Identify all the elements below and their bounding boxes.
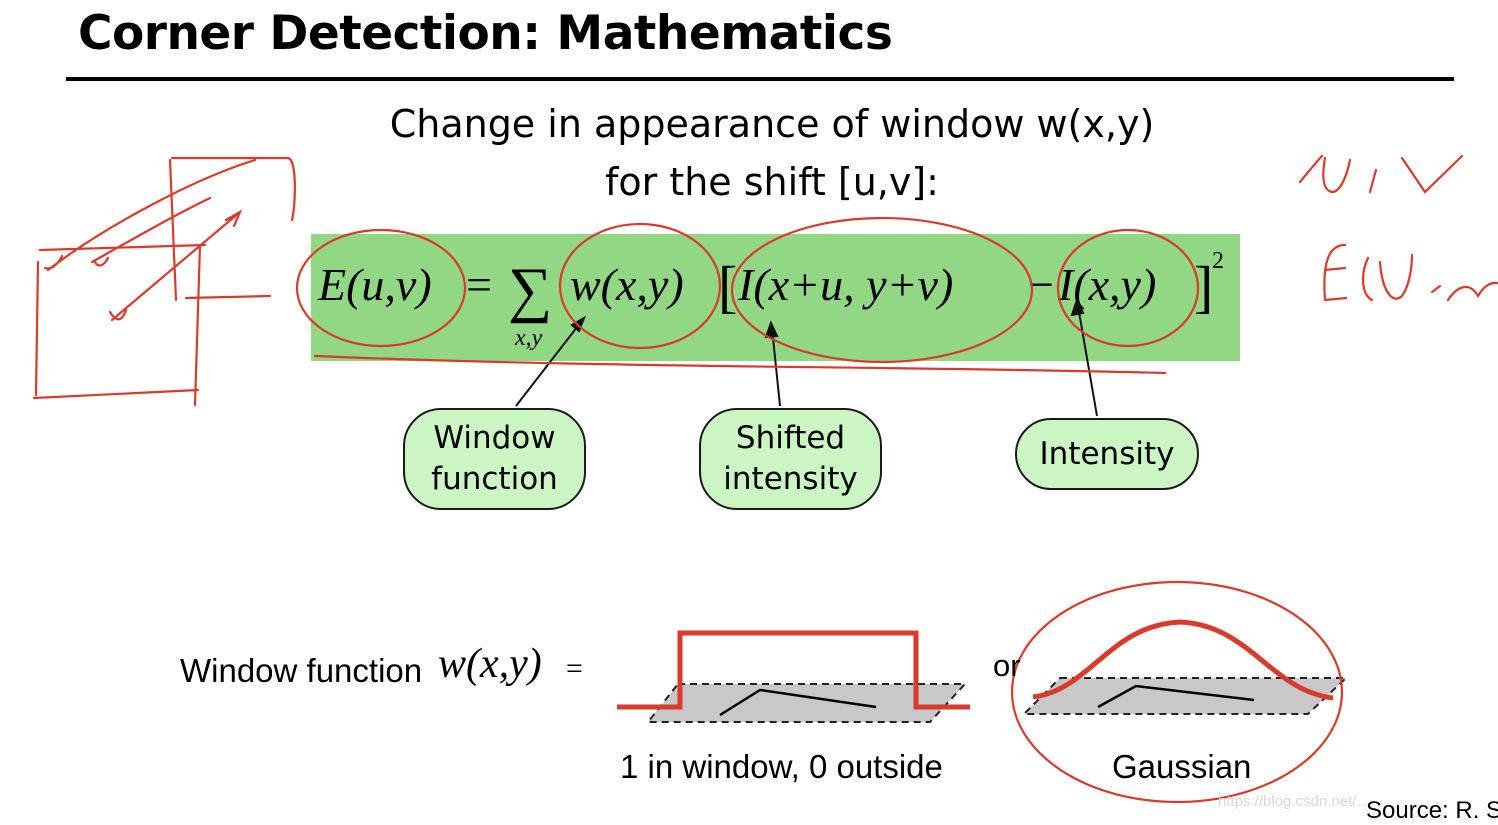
circle-gaussian	[1010, 580, 1344, 804]
subtitle-line-2-text: for the shift [u,v]:	[604, 160, 939, 204]
handwriting-u-v	[1298, 154, 1464, 194]
title-divider	[66, 77, 1454, 81]
window-function-equals: =	[566, 652, 583, 685]
window-function-math: w(x,y)	[438, 641, 542, 687]
equation-intensity-term: I(x,y)	[1057, 259, 1156, 310]
equation-shifted-term: I(x+u, y+v)	[737, 259, 953, 310]
arrow-shifted-intensity-head	[764, 320, 779, 339]
callout-shifted-line1: Shifted	[735, 420, 846, 456]
circle-lhs	[295, 228, 467, 348]
arrow-intensity	[1077, 305, 1098, 417]
caption-box-window: 1 in window, 0 outside	[620, 748, 943, 785]
handwriting-e-u-v	[1323, 243, 1498, 302]
gaussian-corner-shape	[1097, 684, 1255, 709]
handwritten-annotations	[32, 154, 1498, 804]
equation-left-bracket: [	[718, 254, 737, 319]
callout-window-line1: Window	[433, 420, 556, 456]
gaussian-window-diagram	[1021, 619, 1349, 715]
underline-equation	[313, 354, 1167, 375]
or-label: or	[993, 648, 1021, 683]
circle-shifted-term	[730, 216, 1034, 364]
box-window-diagram	[617, 630, 970, 723]
slide-title: Corner Detection: Mathematics	[78, 6, 893, 61]
handwriting-sketch-windows	[32, 156, 296, 407]
callout-shifted-intensity: Shifted intensity	[699, 408, 882, 510]
window-function-label: Window function	[180, 652, 423, 689]
callout-window-function: Window function	[403, 408, 586, 510]
equation-lhs: E(u,v)	[317, 259, 432, 310]
box-window-curve	[617, 630, 970, 710]
callout-shifted-line2: intensity	[723, 461, 858, 497]
equation-exponent: 2	[1212, 248, 1224, 274]
equation-sum-symbol: ∑	[508, 256, 552, 324]
equation-window-term: w(x,y)	[570, 259, 684, 310]
equation-sum-index: x,y	[514, 325, 543, 351]
source-credit: Source: R. S	[1366, 797, 1498, 824]
callout-window-line2: function	[431, 461, 558, 497]
subtitle-line-2: for the shift [u,v]:	[272, 160, 1272, 204]
circle-window-term	[558, 222, 722, 350]
callout-intensity: Intensity	[1015, 418, 1199, 490]
subtitle-line-1: Change in appearance of window w(x,y)	[272, 102, 1272, 146]
circle-intensity-term	[1056, 228, 1200, 348]
subtitle-line-1-text: Change in appearance of window w(x,y)	[389, 102, 1155, 146]
callout-intensity-text: Intensity	[1039, 435, 1175, 472]
box-window-corner-shape	[719, 688, 877, 717]
caption-gaussian: Gaussian	[1112, 748, 1252, 785]
equation-equals: =	[466, 259, 492, 310]
arrow-intensity-head	[1070, 297, 1085, 317]
gaussian-curve	[1032, 619, 1334, 701]
equation-right-bracket: ]	[1194, 254, 1213, 319]
watermark-url: https://blog.csdn.net/…	[1218, 793, 1372, 810]
gaussian-plane	[1021, 677, 1349, 715]
